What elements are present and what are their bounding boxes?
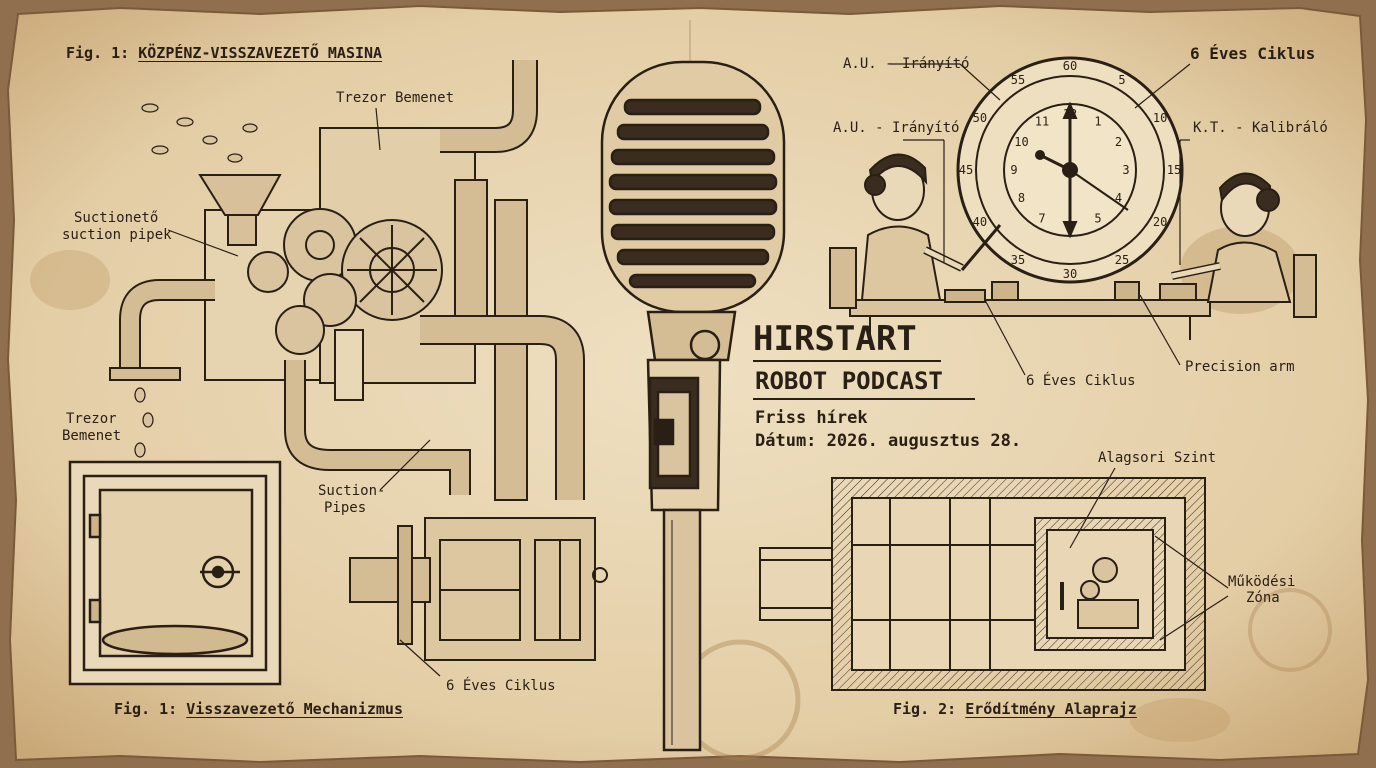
outer-tick-50: 50: [973, 111, 987, 125]
caption-prefix: Fig. 2:: [893, 700, 957, 718]
label-cycle-top: 6 Éves Ciklus: [1190, 44, 1316, 63]
outer-tick-60: 60: [1063, 59, 1077, 73]
outer-tick-30: 30: [1063, 267, 1077, 281]
title-rule: [753, 360, 941, 362]
coin-machine: [109, 60, 608, 661]
label-suction-left-1: Suctionető: [74, 210, 159, 226]
label-suction-pipes-2: Pipes: [324, 500, 367, 516]
machine-bottom-caption: Fig. 1: Visszavezető Mechanizmus: [114, 701, 403, 718]
label-precision: Precision arm: [1185, 359, 1295, 375]
podcast-date: Dátum: 2026. augusztus 28.: [755, 431, 1022, 451]
label-cycle-bottom: 6 Éves Ciklus: [1026, 373, 1136, 389]
caption-text: Erődítmény Alaprajz: [965, 700, 1137, 718]
caption-prefix: Fig. 1:: [66, 44, 130, 62]
outer-tick-45: 45: [959, 163, 973, 177]
outer-tick-35: 35: [1011, 253, 1025, 267]
inner-tick-7: 7: [1038, 212, 1045, 226]
inner-tick-6: 6: [1066, 219, 1073, 233]
outer-tick-55: 55: [1011, 73, 1025, 87]
floorplan-caption: Fig. 2: Erődítmény Alaprajz: [893, 701, 1137, 718]
outer-tick-20: 20: [1153, 215, 1167, 229]
label-au-left: A.U. - Irányító: [833, 120, 960, 136]
podcast-title: HIRSTART: [753, 319, 917, 359]
outer-tick-10: 10: [1153, 111, 1167, 125]
podcast-subtitle: ROBOT PODCAST: [755, 367, 943, 395]
outer-tick-15: 15: [1167, 163, 1181, 177]
inner-tick-4: 4: [1115, 191, 1122, 205]
label-trezor-top: Trezor Bemenet: [336, 90, 455, 106]
safe-vault: [68, 460, 282, 686]
label-basement: Alagsori Szint: [1098, 450, 1217, 466]
label-trezor-left-1: Trezor: [66, 411, 117, 427]
inner-tick-8: 8: [1018, 191, 1025, 205]
caption-text: Visszavezető Mechanizmus: [186, 700, 403, 718]
label-trezor-left-2: Bemenet: [62, 428, 122, 444]
outer-tick-25: 25: [1115, 253, 1129, 267]
subtitle-rule: [753, 398, 975, 400]
inner-tick-3: 3: [1122, 163, 1129, 177]
outer-tick-40: 40: [973, 215, 987, 229]
inner-tick-2: 2: [1115, 135, 1122, 149]
label-zone-2: Zóna: [1246, 590, 1280, 606]
caption-prefix: Fig. 1:: [114, 700, 178, 718]
inner-tick-12: 12: [1063, 107, 1077, 121]
inner-tick-5: 5: [1094, 212, 1101, 226]
operators-and-clock: [829, 56, 1317, 340]
label-kt: K.T. - Kalibráló: [1193, 120, 1328, 136]
label-suction-left-2: suction pipek: [62, 227, 172, 243]
label-suction-pipes-1: Suction-: [318, 483, 386, 499]
machine-top-caption: Fig. 1: KÖZPÉNZ-VISSZAVEZETŐ MASINA: [66, 45, 382, 62]
inner-tick-10: 10: [1014, 135, 1028, 149]
microphone: [600, 60, 786, 752]
label-zone-1: Működési: [1228, 574, 1296, 590]
label-machine-cycle: 6 Éves Ciklus: [446, 678, 556, 694]
inner-tick-1: 1: [1094, 115, 1101, 129]
caption-text: KÖZPÉNZ-VISSZAVEZETŐ MASINA: [138, 44, 383, 62]
inner-tick-9: 9: [1010, 163, 1017, 177]
fortress-floorplan: [759, 477, 1206, 691]
inner-tick-11: 11: [1035, 115, 1049, 129]
podcast-tagline: Friss hírek: [755, 408, 868, 428]
label-au-top: A.U. - Irányító: [843, 56, 970, 72]
leader-lines: [167, 63, 1229, 677]
outer-tick-5: 5: [1118, 73, 1125, 87]
